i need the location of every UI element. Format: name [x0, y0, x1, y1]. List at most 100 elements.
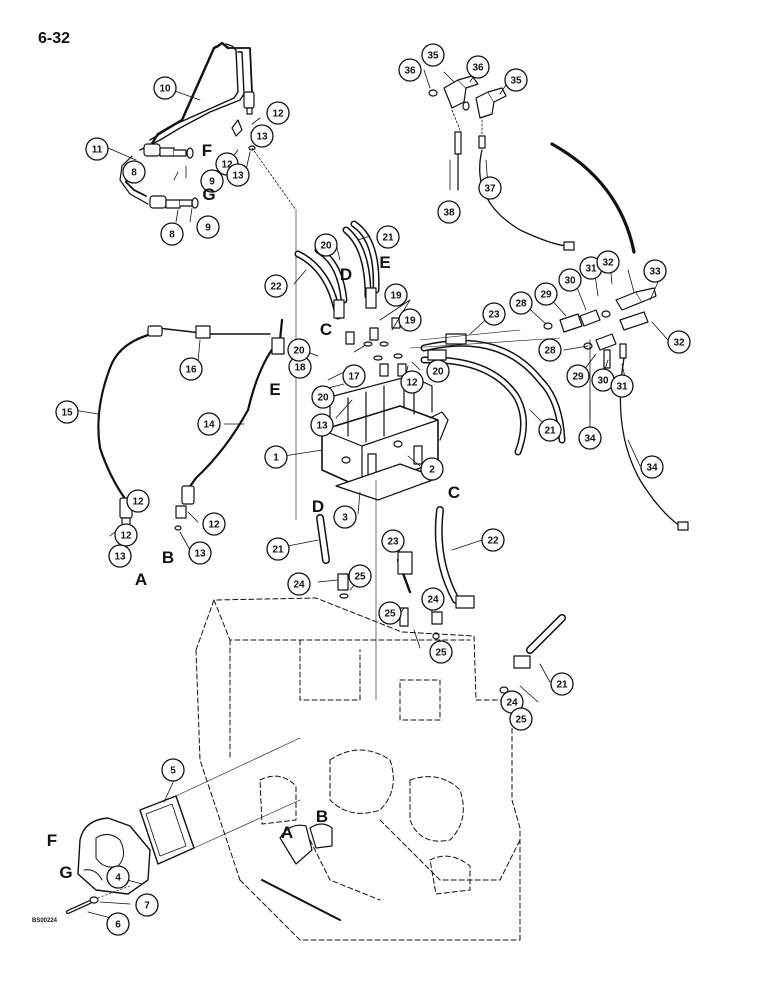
- connection-letter-E: E: [379, 253, 390, 272]
- callout-13: 13: [310, 413, 334, 437]
- callout-9: 9: [196, 215, 220, 239]
- callout-1: 1: [264, 445, 288, 469]
- callout-circle: [342, 364, 366, 388]
- tube-10: [146, 41, 230, 152]
- callout-24: 24: [421, 587, 445, 611]
- callout-number: 20: [293, 346, 305, 357]
- callout-25: 25: [429, 640, 453, 664]
- callout-number: 36: [404, 66, 416, 77]
- callout-circle: [482, 302, 506, 326]
- tube-10-inner: [227, 47, 253, 93]
- callout-number: 6: [115, 920, 121, 931]
- callout-number: 8: [131, 168, 137, 179]
- callout-circle: [161, 758, 185, 782]
- callout-30: 30: [558, 268, 582, 292]
- callout-circle: [610, 374, 634, 398]
- callout-number: 23: [488, 310, 500, 321]
- callout-24: 24: [287, 572, 311, 596]
- callout-number: 32: [602, 258, 614, 269]
- callout-14: 14: [197, 412, 221, 436]
- callout-25: 25: [509, 707, 533, 731]
- callout-number: 5: [170, 766, 176, 777]
- callout-29: 29: [566, 364, 590, 388]
- callout-31: 31: [610, 374, 634, 398]
- callout-circle: [264, 445, 288, 469]
- callout-37: 37: [478, 176, 502, 200]
- callout-28: 28: [538, 338, 562, 362]
- callout-6: 6: [106, 912, 130, 936]
- callout-number: 12: [406, 378, 418, 389]
- callout-number: 13: [232, 171, 244, 182]
- callout-number: 24: [506, 698, 518, 709]
- tube-11: [139, 51, 245, 151]
- connection-letter-E: E: [269, 380, 280, 399]
- callout-20: 20: [426, 359, 450, 383]
- callout-circle: [429, 640, 453, 664]
- callout-number: 29: [540, 290, 552, 301]
- callout-number: 3: [342, 513, 348, 524]
- callout-circle: [55, 400, 79, 424]
- callout-circle: [550, 672, 574, 696]
- callout-circle: [596, 250, 620, 274]
- callout-25: 25: [378, 601, 402, 625]
- callout-circle: [398, 58, 422, 82]
- callout-number: 14: [203, 420, 215, 431]
- callout-number: 28: [515, 299, 527, 310]
- connection-letter-A: A: [281, 823, 293, 842]
- callout-circle: [426, 359, 450, 383]
- page-number: 6-32: [38, 30, 71, 47]
- callout-number: 30: [597, 376, 609, 387]
- callout-8: 8: [160, 222, 184, 246]
- callout-8: 8: [122, 160, 146, 184]
- callout-9: 9: [200, 169, 224, 193]
- callout-circle: [578, 426, 602, 450]
- callout-circle: [106, 865, 130, 889]
- elbow-35b: [475, 91, 495, 119]
- callout-circle: [509, 707, 533, 731]
- callout-circle: [400, 370, 424, 394]
- callout-circle: [126, 489, 150, 513]
- callout-circle: [667, 330, 691, 354]
- callout-19: 19: [384, 283, 408, 307]
- callout-number: 38: [443, 208, 455, 219]
- callout-number: 32: [673, 338, 685, 349]
- callout-number: 12: [221, 160, 233, 171]
- callout-number: 36: [472, 63, 484, 74]
- connection-letter-F: F: [47, 831, 57, 850]
- tube-11b: [149, 43, 239, 141]
- callout-circle: [566, 364, 590, 388]
- callout-number: 17: [348, 372, 360, 383]
- callout-circle: [640, 455, 664, 479]
- callout-circle: [85, 137, 109, 161]
- callout-21: 21: [266, 537, 290, 561]
- callout-circle: [333, 505, 357, 529]
- callout-number: 31: [585, 264, 597, 275]
- callout-35: 35: [504, 68, 528, 92]
- callout-15: 15: [55, 400, 79, 424]
- callout-12: 12: [266, 101, 290, 125]
- callout-number: 22: [270, 282, 282, 293]
- connection-letter-D: D: [340, 265, 352, 284]
- callout-number: 35: [427, 51, 439, 62]
- callout-12: 12: [114, 523, 138, 547]
- callout-2: 2: [420, 457, 444, 481]
- callout-34: 34: [578, 426, 602, 450]
- callout-21: 21: [538, 418, 562, 442]
- connection-letter-B: B: [316, 807, 328, 826]
- callout-number: 29: [572, 372, 584, 383]
- callout-number: 7: [144, 901, 150, 912]
- callout-circle: [421, 43, 445, 67]
- callout-number: 25: [354, 572, 366, 583]
- callout-circle: [478, 176, 502, 200]
- callout-12: 12: [202, 512, 226, 536]
- callout-16: 16: [179, 357, 203, 381]
- callout-4: 4: [106, 865, 130, 889]
- callout-number: 25: [515, 715, 527, 726]
- callout-number: 31: [616, 382, 628, 393]
- callout-number: 34: [646, 463, 658, 474]
- callout-circle: [188, 541, 212, 565]
- callout-circle: [643, 259, 667, 283]
- callout-number: 19: [390, 291, 402, 302]
- callout-13: 13: [188, 541, 212, 565]
- callout-number: 21: [382, 233, 394, 244]
